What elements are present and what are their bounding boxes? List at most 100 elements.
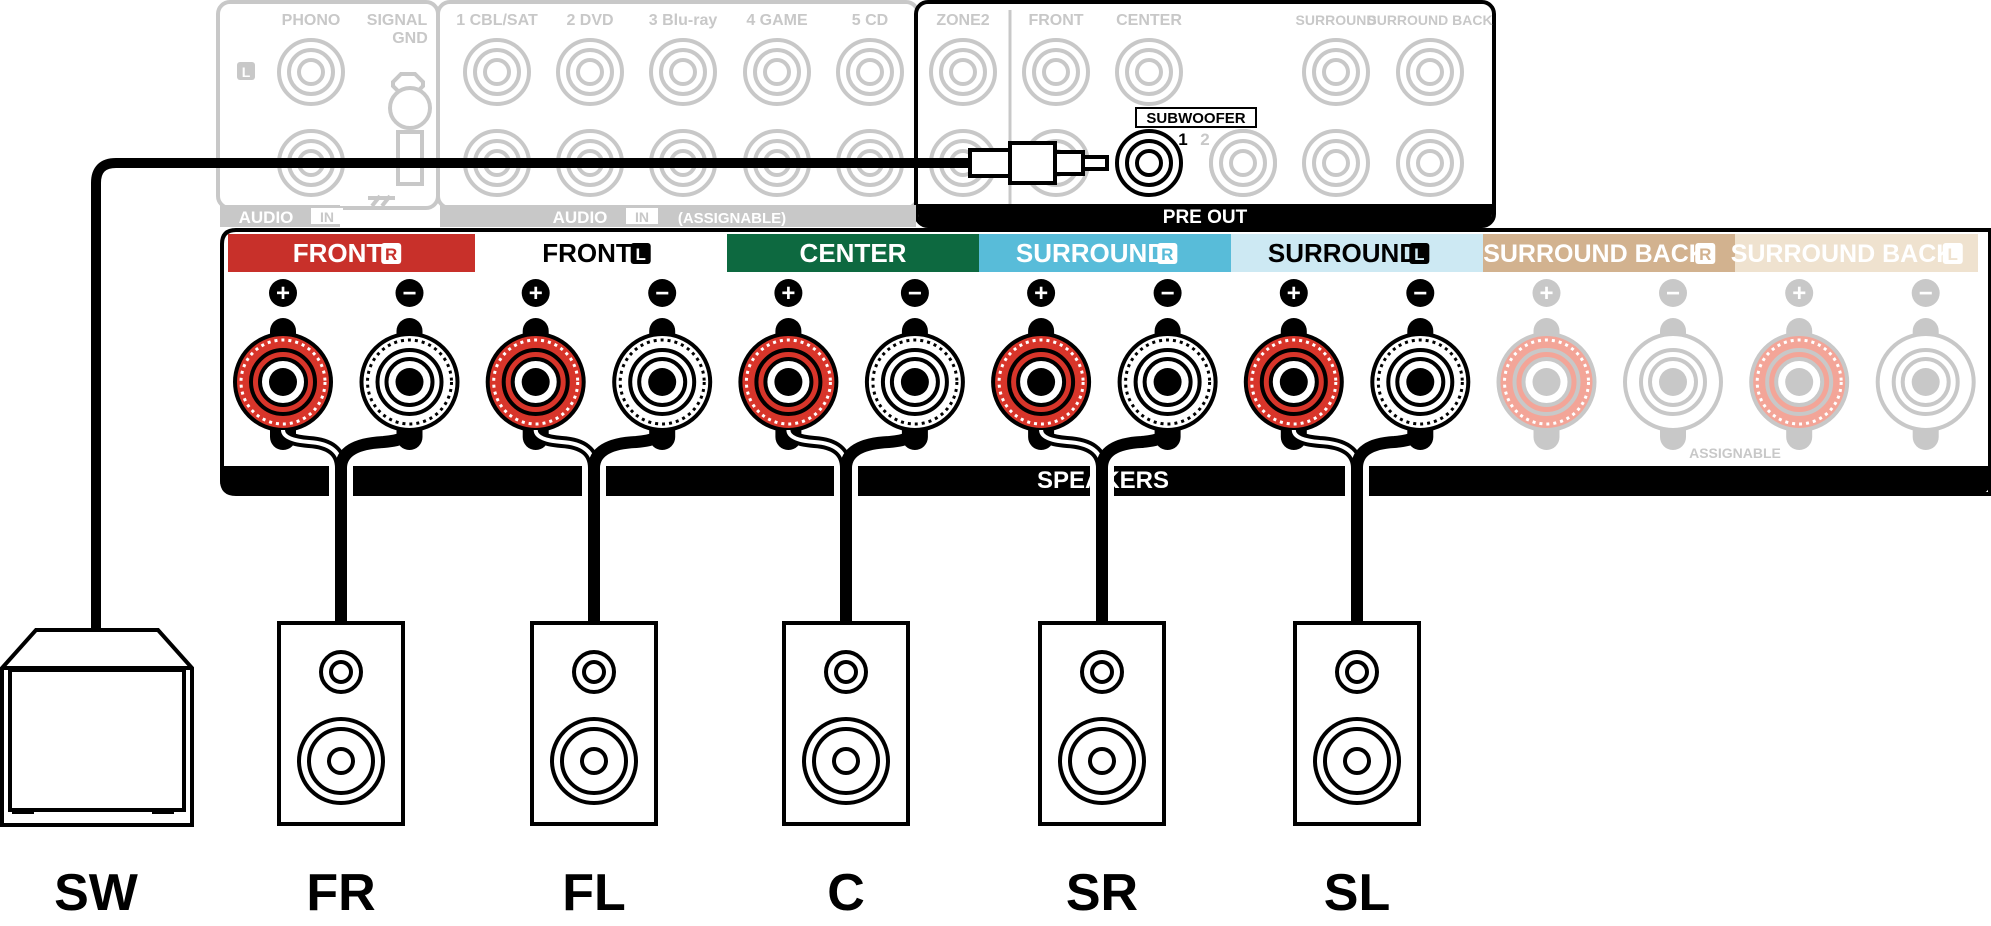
- assignable-terminals-label: ASSIGNABLE: [1689, 445, 1781, 461]
- tweeter-icon: [319, 650, 363, 694]
- terminal-center-minus[interactable]: −: [864, 279, 965, 450]
- input-header-phono: PHONO: [282, 12, 341, 29]
- channel-header-label: SURROUND BACK: [1483, 240, 1707, 268]
- speaker-label-sw: SW: [54, 864, 139, 922]
- cable-fr: [277, 429, 416, 628]
- channel-l-mark: [237, 62, 255, 80]
- speaker-label-fr: FR: [306, 864, 375, 922]
- minus-sign: −: [655, 280, 669, 307]
- tweeter-icon: [572, 650, 616, 694]
- plus-sign: +: [1539, 280, 1553, 307]
- speaker-label-sl: SL: [1324, 864, 1390, 922]
- subwoofer-cable: [91, 158, 970, 628]
- woofer-icon: [802, 717, 890, 805]
- plus-sign: +: [529, 280, 543, 307]
- woofer-icon: [297, 717, 385, 805]
- preout-header-surround-back: SURROUND BACK: [1367, 12, 1492, 28]
- channel-side-badge: [381, 243, 402, 264]
- channel-header-label: SURROUND BACK: [1731, 240, 1955, 268]
- preout-header-surround: SURROUND: [1296, 12, 1377, 28]
- ground-terminal-icon: [368, 72, 432, 208]
- subwoofer-box: [0, 628, 194, 827]
- minus-sign: −: [1161, 280, 1175, 307]
- speaker-terminal-panel: SPEAKERS ASSIGNABLE FRONTRFRONTLCENTERSU…: [220, 228, 1991, 496]
- channel-header-label: FRONT: [293, 238, 383, 268]
- channel-header-center: CENTER: [727, 234, 979, 272]
- terminal-surround-l-plus[interactable]: +: [1243, 279, 1344, 450]
- speaker-label-sr: SR: [1066, 864, 1138, 922]
- terminal-surround-r-minus[interactable]: −: [1117, 279, 1218, 450]
- minus-sign: −: [1666, 280, 1680, 307]
- channel-side-letter: L: [1948, 245, 1958, 264]
- minus-sign: −: [1919, 280, 1933, 307]
- cable-fl: [529, 429, 669, 628]
- terminal-front-l-minus[interactable]: −: [612, 279, 713, 450]
- input-header-game: 4 GAME: [746, 12, 808, 29]
- terminal-surround-back-l-plus[interactable]: +: [1749, 279, 1850, 450]
- channel-side-letter: L: [636, 245, 646, 264]
- channel-side-letter: R: [385, 245, 397, 264]
- channel-side-badge: [1409, 243, 1430, 264]
- plus-sign: +: [781, 280, 795, 307]
- speaker-box-fr: [277, 621, 405, 826]
- input-header-cd: 5 CD: [852, 12, 888, 29]
- cable-c: [782, 429, 921, 628]
- speaker-box-sl: [1293, 621, 1421, 826]
- terminal-surround-l-minus[interactable]: −: [1370, 279, 1471, 450]
- speaker-cables: [277, 429, 1427, 628]
- tweeter-icon: [1335, 650, 1379, 694]
- cable-sr: [1035, 429, 1174, 628]
- assignable-input-label: (ASSIGNABLE): [678, 210, 786, 227]
- subwoofer-jack-2-label: 2: [1200, 130, 1209, 149]
- tweeter-icon: [824, 650, 868, 694]
- speaker-boxes: [277, 621, 1421, 826]
- terminal-center-plus[interactable]: +: [738, 279, 839, 450]
- terminal-front-r-plus[interactable]: +: [233, 279, 333, 450]
- channel-side-letter: R: [1699, 245, 1711, 264]
- input-header-bluray: 3 Blu-ray: [649, 12, 718, 29]
- preout-header-front: FRONT: [1028, 12, 1083, 29]
- rear-input-panel: PHONO SIGNAL GND 1 CBL/SAT 2 DVD 3 Blu-r…: [216, 0, 1496, 228]
- terminal-surround-back-l-minus[interactable]: −: [1875, 279, 1976, 450]
- tweeter-icon: [1080, 650, 1124, 694]
- speaker-terminals: +−+−+−+−+−+−+−: [233, 279, 1976, 450]
- input-header-cbl-sat: 1 CBL/SAT: [456, 12, 538, 29]
- woofer-icon: [550, 717, 638, 805]
- subwoofer-jack-1-label: 1: [1178, 130, 1187, 149]
- speaker-box-fl: [530, 621, 658, 826]
- minus-sign: −: [402, 280, 416, 307]
- preout-header-center: CENTER: [1116, 12, 1182, 29]
- channel-header-label: SURROUND: [1016, 238, 1166, 268]
- channel-side-badge: [630, 243, 651, 264]
- preout-label: PRE OUT: [1163, 207, 1248, 228]
- input-header-dvd: 2 DVD: [566, 12, 613, 29]
- speaker-label-c: C: [827, 864, 865, 922]
- terminal-front-l-plus[interactable]: +: [485, 279, 586, 450]
- channel-header-label: SURROUND: [1268, 238, 1418, 268]
- subwoofer-jack-2[interactable]: [1209, 129, 1277, 197]
- subwoofer-jack-1[interactable]: [1115, 129, 1183, 197]
- terminal-surround-back-r-plus[interactable]: +: [1496, 279, 1597, 450]
- svg-text:L: L: [242, 64, 251, 80]
- in-badge-assignable: IN: [635, 209, 649, 225]
- channel-side-badge: [1695, 243, 1716, 264]
- terminal-surround-r-plus[interactable]: +: [991, 279, 1092, 450]
- gnd-label: GND: [392, 30, 428, 47]
- signal-label: SIGNAL: [367, 12, 428, 29]
- preout-header-zone2: ZONE2: [936, 12, 989, 29]
- terminal-front-r-minus[interactable]: −: [359, 279, 460, 450]
- plus-sign: +: [1287, 280, 1301, 307]
- in-badge: IN: [320, 209, 334, 225]
- terminal-surround-back-r-minus[interactable]: −: [1623, 279, 1723, 450]
- woofer-icon: [1313, 717, 1401, 805]
- channel-side-badge: [1942, 243, 1963, 264]
- woofer-icon: [1058, 717, 1146, 805]
